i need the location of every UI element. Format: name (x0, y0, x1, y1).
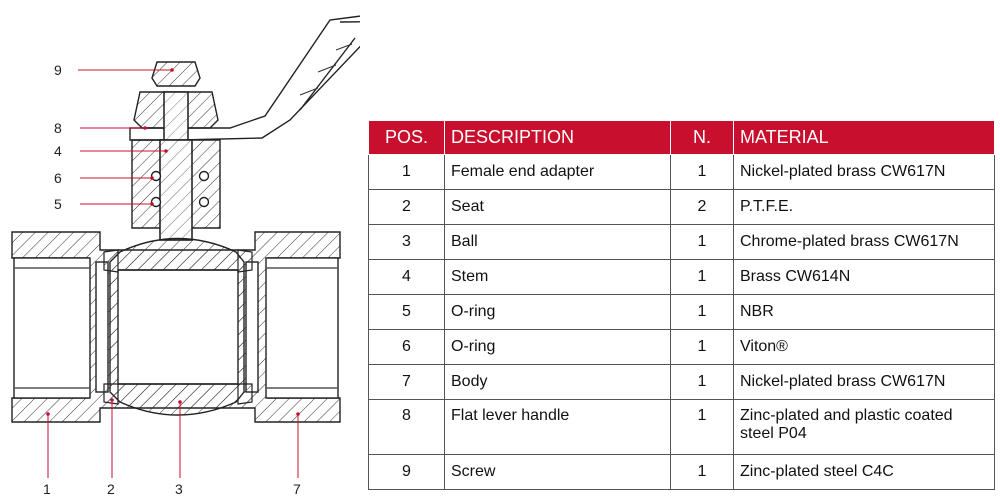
table-row: 1 Female end adapter 1 Nickel-plated bra… (368, 154, 995, 190)
cell-material: Chrome-plated brass CW617N (733, 224, 995, 260)
cell-description: Stem (444, 259, 671, 295)
cell-description: Female end adapter (444, 154, 671, 190)
callout-4: 4 (54, 143, 62, 159)
parts-table: POS. DESCRIPTION N. MATERIAL 1 Female en… (368, 120, 995, 490)
callout-3: 3 (175, 481, 183, 497)
cell-material: Zinc-plated and plastic coated steel P04 (733, 399, 995, 455)
callout-9: 9 (54, 62, 62, 78)
cell-pos: 7 (368, 364, 445, 400)
cell-n: 1 (670, 294, 734, 330)
seats (103, 249, 253, 405)
parts-table-header-row: POS. DESCRIPTION N. MATERIAL (368, 120, 995, 155)
cell-material: Nickel-plated brass CW617N (733, 364, 995, 400)
cell-pos: 9 (368, 454, 445, 490)
cell-description: O-ring (444, 294, 671, 330)
stem-assembly (131, 61, 221, 241)
cell-n: 1 (670, 399, 734, 455)
table-row: 2 Seat 2 P.T.F.E. (368, 189, 995, 225)
cell-n: 1 (670, 224, 734, 260)
cell-description: Seat (444, 189, 671, 225)
callout-7: 7 (293, 481, 301, 497)
cell-material: P.T.F.E. (733, 189, 995, 225)
cell-pos: 3 (368, 224, 445, 260)
leader-lines (47, 69, 299, 478)
table-row: 3 Ball 1 Chrome-plated brass CW617N (368, 224, 995, 260)
ball (109, 237, 245, 416)
cell-description: Screw (444, 454, 671, 490)
cell-material: Brass CW614N (733, 259, 995, 295)
callout-8: 8 (54, 120, 62, 136)
cell-pos: 2 (368, 189, 445, 225)
cell-material: Zinc-plated steel C4C (733, 454, 995, 490)
table-row: 7 Body 1 Nickel-plated brass CW617N (368, 364, 995, 400)
callout-6: 6 (54, 170, 62, 186)
callout-2: 2 (107, 481, 115, 497)
cell-pos: 4 (368, 259, 445, 295)
cell-material: Viton® (733, 329, 995, 365)
header-n: N. (670, 120, 734, 155)
cell-material: NBR (733, 294, 995, 330)
cell-description: Body (444, 364, 671, 400)
header-pos: POS. (368, 120, 445, 155)
valve-cross-section-drawing: 9 8 4 6 5 1 2 3 7 (11, 15, 360, 497)
cell-material: Nickel-plated brass CW617N (733, 154, 995, 190)
cell-n: 1 (670, 329, 734, 365)
cell-description: O-ring (444, 329, 671, 365)
callout-1: 1 (43, 481, 51, 497)
cell-pos: 1 (368, 154, 445, 190)
cell-n: 1 (670, 364, 734, 400)
table-row: 4 Stem 1 Brass CW614N (368, 259, 995, 295)
cell-pos: 5 (368, 294, 445, 330)
cell-pos: 8 (368, 399, 445, 455)
table-row: 5 O-ring 1 NBR (368, 294, 995, 330)
table-row: 8 Flat lever handle 1 Zinc-plated and pl… (368, 399, 995, 455)
cell-n: 1 (670, 259, 734, 295)
cell-pos: 6 (368, 329, 445, 365)
header-description: DESCRIPTION (444, 120, 671, 155)
cell-n: 2 (670, 189, 734, 225)
callout-5: 5 (54, 196, 62, 212)
lever-handle (129, 15, 360, 141)
table-row: 9 Screw 1 Zinc-plated steel C4C (368, 454, 995, 490)
cell-description: Flat lever handle (444, 399, 671, 455)
cell-n: 1 (670, 454, 734, 490)
header-material: MATERIAL (733, 120, 995, 155)
table-row: 6 O-ring 1 Viton® (368, 329, 995, 365)
cell-n: 1 (670, 154, 734, 190)
leader-dots (46, 68, 300, 416)
cell-description: Ball (444, 224, 671, 260)
